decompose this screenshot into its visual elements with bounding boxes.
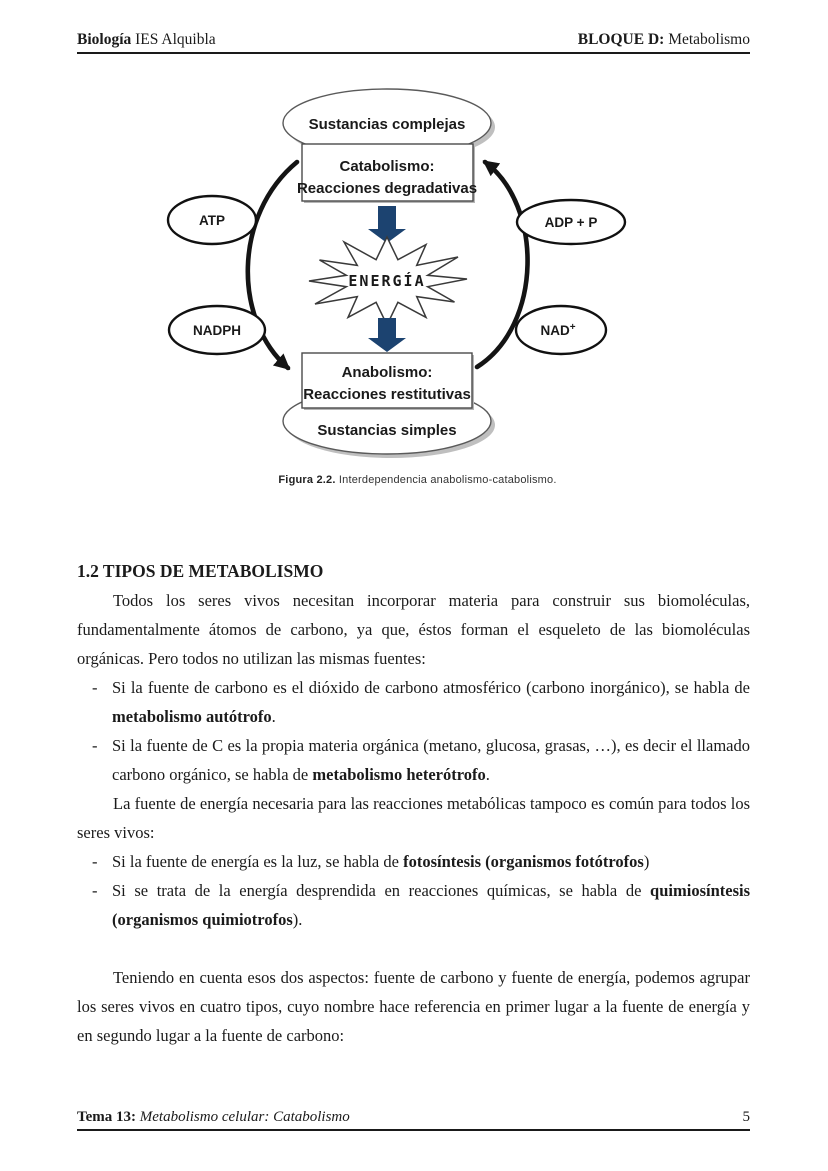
paragraph-four-types: Teniendo en cuenta esos dos aspectos: fu… [77,968,750,1045]
list-item-bold-term: fotosíntesis (organismos fotótrofos [403,852,644,871]
list-item-heterotrofo: -Si la fuente de C es la propia materia … [77,731,750,789]
footer-page-number: 5 [742,1109,751,1125]
footer-topic-bold: Tema 13: [77,1109,137,1125]
list-item-text: . [271,707,276,726]
footer-topic-italic: Metabolismo celular: Catabolismo [136,1109,350,1125]
paragraph-carbon-sources: Todos los seres vivos necesitan incorpor… [77,591,750,668]
metabolism-diagram: Sustancias complejas Catabolismo: Reacci… [166,88,627,458]
sustancias-complejas-label: Sustancias complejas [309,116,466,133]
energia-to-anabolismo-arrow [368,318,406,352]
nadph-ellipse [167,304,267,356]
page-content: 1.2 TIPOS DE METABOLISMO Todos los seres… [77,556,750,1050]
nadph-label: NADPH [193,323,241,338]
adp-ellipse [515,198,627,246]
list-item-text: Si la fuente de C es la propia materia o… [112,736,750,784]
nad-label-base: NAD [540,323,569,338]
list-dash-marker: - [92,852,98,871]
figure-caption: Figura 2.2. Interdependencia anabolismo-… [145,474,690,486]
list-item-text: Si se trata de la energía desprendida en… [112,881,651,900]
list-item-autotrofo: -Si la fuente de carbono es el dióxido d… [77,673,750,731]
list-item-bold-term: metabolismo autótrofo [112,707,272,726]
atp-label: ATP [199,213,225,228]
anabolismo-box [301,352,473,409]
list-dash-marker: - [92,736,98,755]
energia-label: ENERGÍA [348,271,425,290]
catabolismo-label-line1: Catabolismo: [339,158,434,175]
anabolismo-label-line1: Anabolismo: [342,364,433,381]
header-block-bold: BLOQUE D: [577,31,665,48]
list-item-text: . [485,765,490,784]
header-course-title: Biología IES Alquibla [77,31,216,49]
anabolismo-to-catabolismo-curved-arrow [474,159,530,370]
list-item-text: Si la fuente de carbono es el dióxido de… [112,678,750,697]
page-footer: Tema 13: Metabolismo celular: Catabolism… [77,1108,750,1131]
list-item-fotosintesis: -Si la fuente de energía es la luz, se h… [77,847,750,876]
header-course-bold: Biología [77,31,132,48]
list-dash-marker: - [92,678,98,697]
catabolismo-to-anabolismo-curved-arrow [245,159,300,371]
header-course-rest: IES Alquibla [131,31,216,48]
catabolismo-box [301,143,474,202]
header-block-rest: Metabolismo [664,31,750,48]
section-heading: 1.2 TIPOS DE METABOLISMO [77,561,324,581]
figure-caption-text: Interdependencia anabolismo-catabolismo. [335,474,557,486]
header-block-title: BLOQUE D: Metabolismo [578,31,750,49]
paragraph-energy-sources: La fuente de energía necesaria para las … [77,794,750,842]
catabolismo-to-energia-arrow [368,206,406,243]
catabolismo-label-line2: Reacciones degradativas [297,180,477,197]
figure-caption-number: Figura 2.2. [278,474,336,486]
list-item-bold-term: metabolismo heterótrofo [312,765,486,784]
list-item-quimiosintesis: -Si se trata de la energía desprendida e… [77,876,750,934]
sustancias-simples-label: Sustancias simples [317,422,456,439]
figure-2-2: Sustancias complejas Catabolismo: Reacci… [145,85,690,486]
page-header: Biología IES Alquibla BLOQUE D: Metaboli… [77,31,750,54]
list-item-text: ) [643,852,650,871]
nad-ellipse [514,304,608,356]
list-item-bold-term: quimiosíntesis (organismos quimiotrofos [112,881,750,929]
anabolismo-label-line2: Reacciones restitutivas [303,386,471,403]
nad-label: NAD+ [540,322,575,338]
footer-topic: Tema 13: Metabolismo celular: Catabolism… [77,1108,350,1127]
list-item-text: Si la fuente de energía es la luz, se ha… [112,852,404,871]
adp-label: ADP + P [545,215,598,230]
energia-starburst [308,235,468,327]
atp-ellipse [166,194,258,246]
nad-label-superscript: + [570,322,576,333]
list-dash-marker: - [92,881,98,900]
list-item-text: ). [292,910,303,929]
